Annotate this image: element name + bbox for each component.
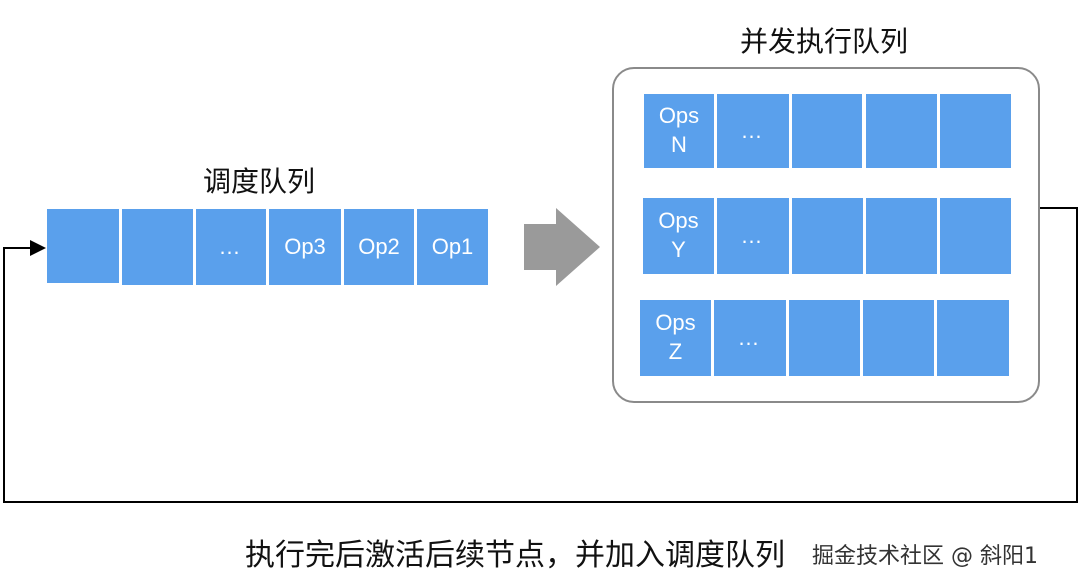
loop-caption: 执行完后激活后续节点，并加入调度队列 xyxy=(245,538,785,573)
feedback-loop-line xyxy=(3,207,1078,503)
transfer-arrow xyxy=(524,208,600,286)
schedule-queue-cell-op2: Op2 xyxy=(344,209,414,285)
exec-row-n-head-label: Ops xyxy=(658,103,700,129)
exec-row-n-slot xyxy=(792,94,862,168)
exec-row-y-head-label: Ops xyxy=(658,208,699,234)
exec-row-n-slot xyxy=(866,94,937,168)
exec-row-z-head-label: Ops xyxy=(655,310,696,336)
exec-queue-title: 并发执行队列 xyxy=(740,25,909,58)
exec-row-n-slot xyxy=(940,94,1011,168)
exec-row-n-head: Ops N xyxy=(644,94,714,168)
schedule-queue-cell-op3: Op3 xyxy=(269,209,341,285)
exec-row-z-head-id: Z xyxy=(668,339,683,364)
schedule-queue-cell-ellipsis: … xyxy=(196,209,266,285)
exec-row-y-slot xyxy=(940,198,1011,274)
schedule-queue-cell xyxy=(47,209,119,283)
exec-row-n-ellipsis: … xyxy=(717,94,789,168)
exec-row-y-ellipsis: … xyxy=(717,198,789,274)
schedule-queue-cell-op1: Op1 xyxy=(417,209,488,285)
feedback-arrowhead xyxy=(30,240,46,256)
exec-row-z-slot xyxy=(863,300,934,376)
exec-row-y-slot xyxy=(792,198,863,274)
exec-row-z-slot xyxy=(937,300,1009,376)
watermark: 掘金技术社区 @ 斜阳1 xyxy=(812,544,1038,569)
schedule-queue-title: 调度队列 xyxy=(203,165,316,198)
exec-row-z-head: Ops Z xyxy=(640,300,711,376)
schedule-queue-cell xyxy=(122,209,193,285)
exec-row-z-slot xyxy=(789,300,860,376)
exec-row-y-head-id: Y xyxy=(671,237,686,262)
exec-row-z-ellipsis: … xyxy=(714,300,786,376)
exec-row-y-slot xyxy=(866,198,937,274)
exec-row-n-head-id: N xyxy=(671,132,687,157)
exec-row-y-head: Ops Y xyxy=(643,198,714,274)
